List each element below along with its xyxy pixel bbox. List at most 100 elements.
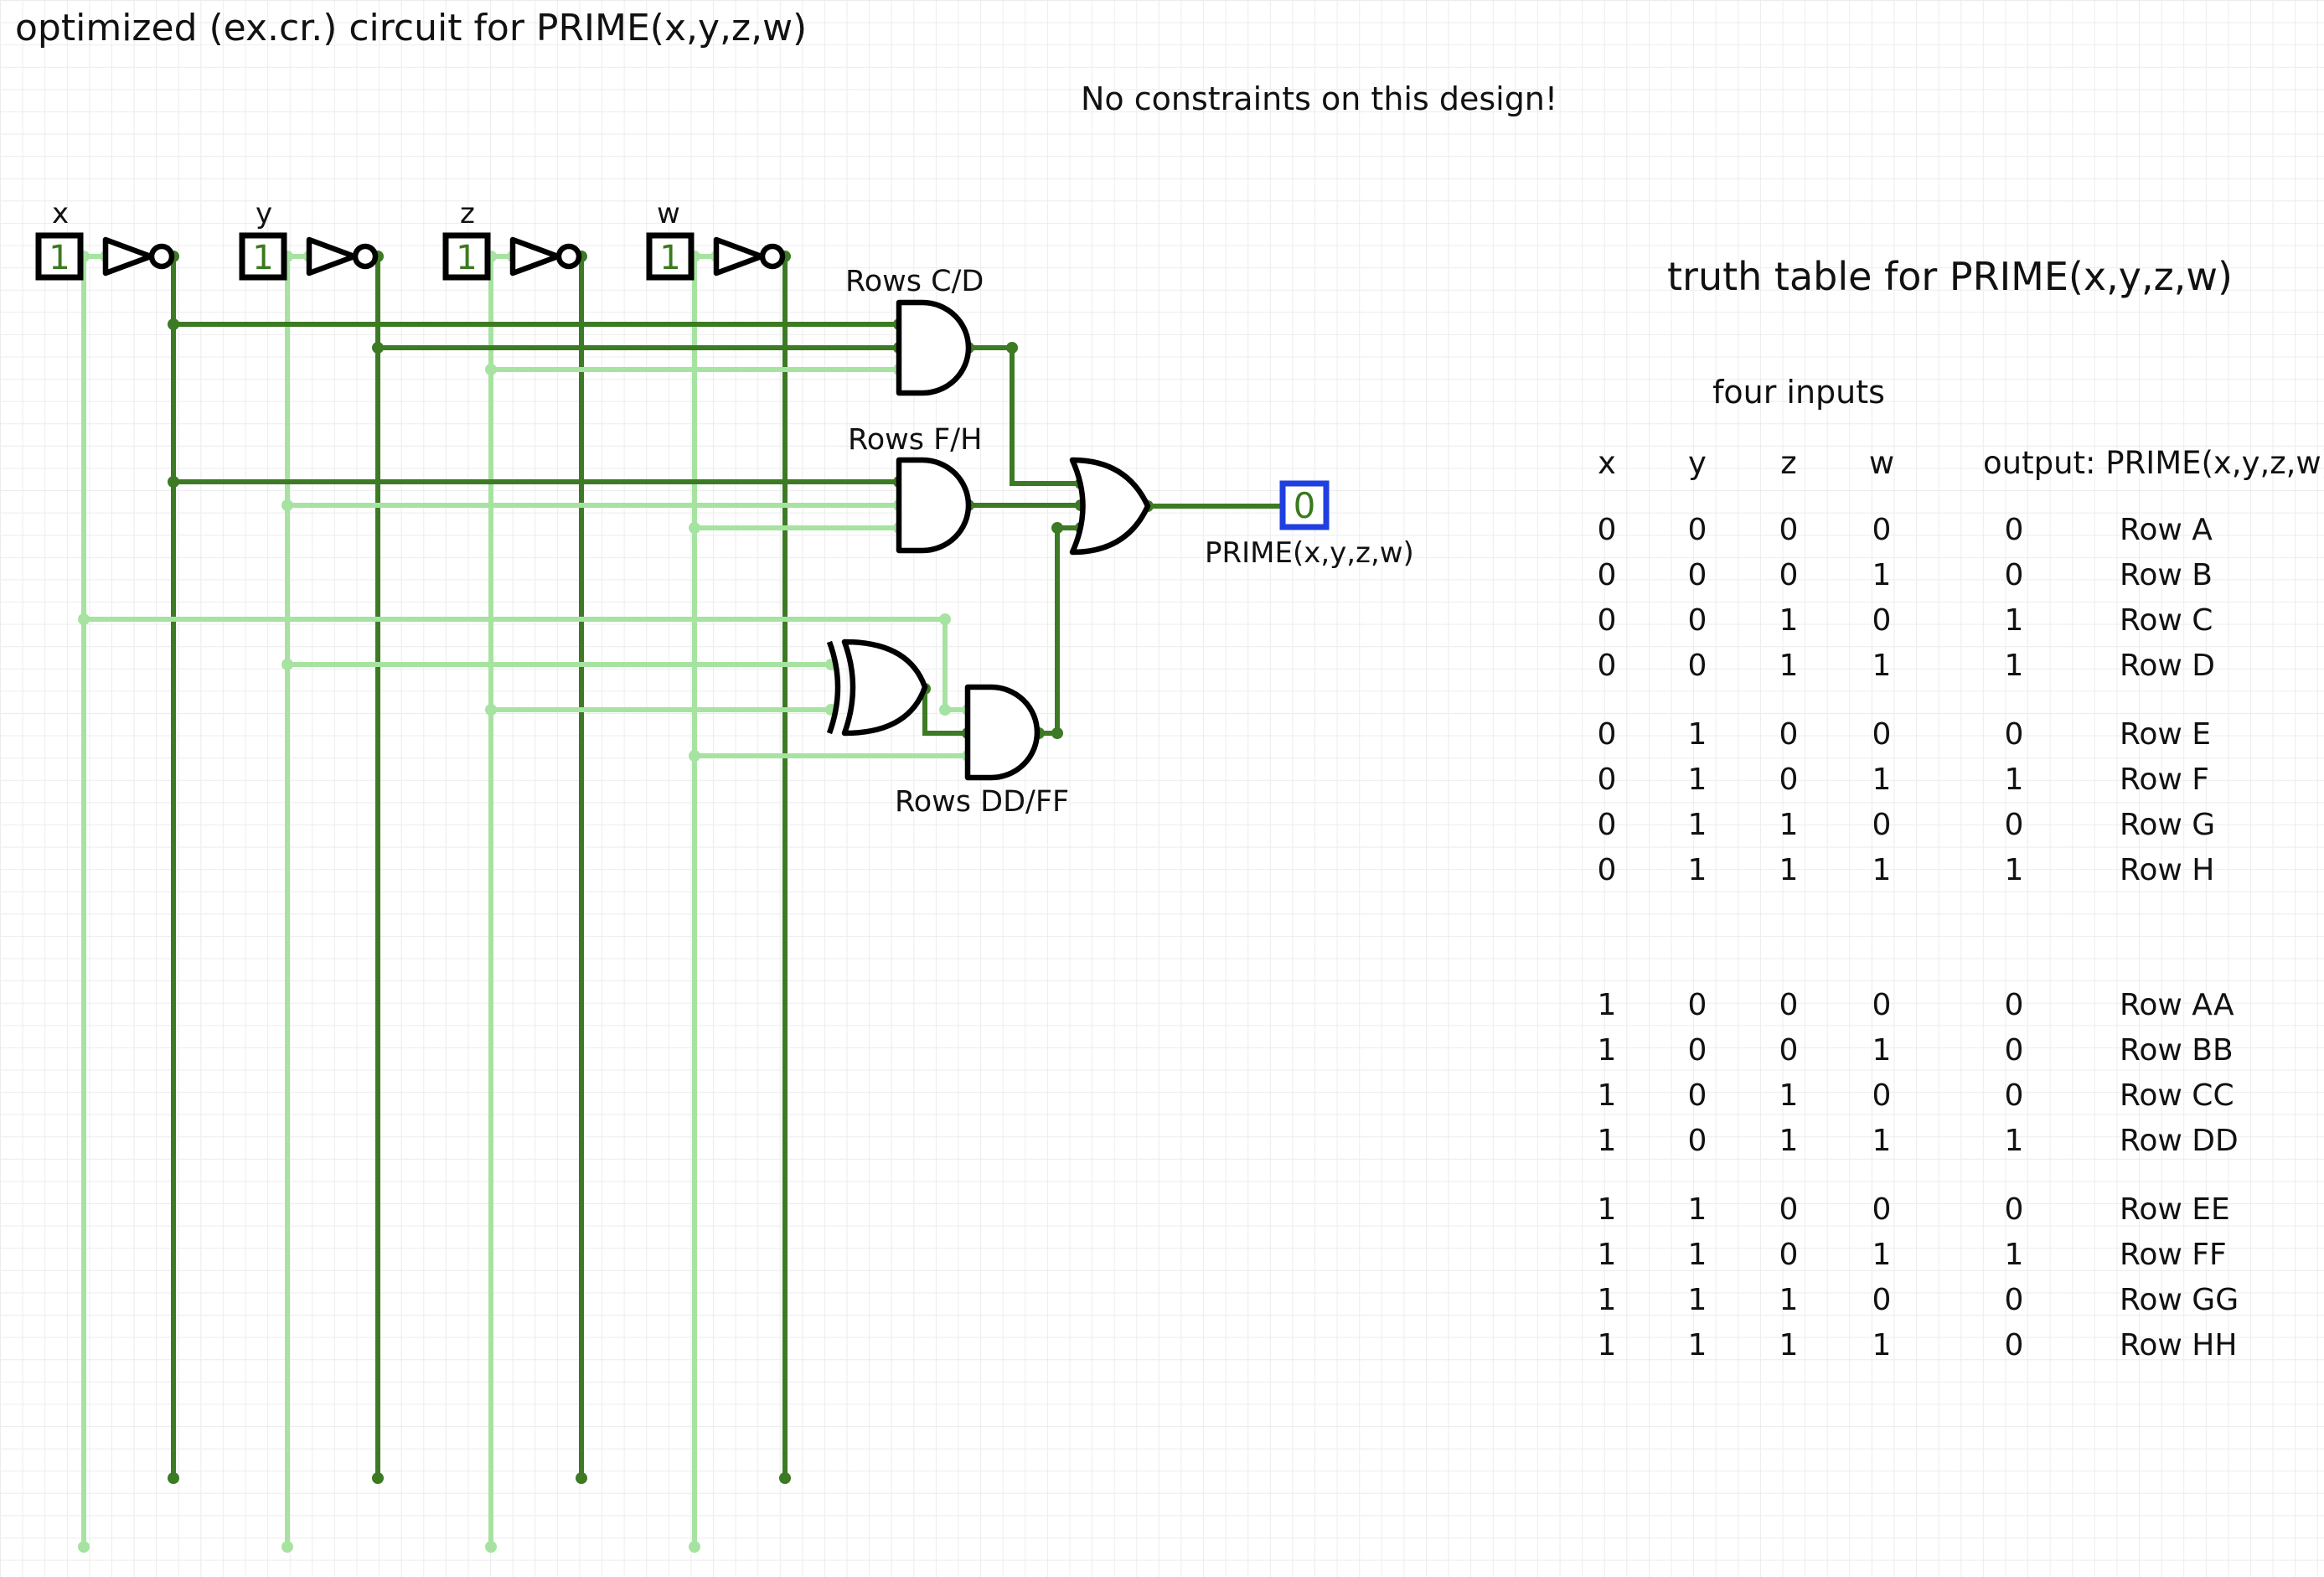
- table-cell-z: 0: [1779, 558, 1799, 592]
- wire-y: [260, 254, 312, 1549]
- header-z: z: [1780, 445, 1796, 481]
- table-cell-out: 0: [2005, 717, 2024, 752]
- table-cell-w: 0: [1872, 808, 1892, 842]
- wire-x: [56, 254, 108, 1549]
- table-cell-x: 0: [1598, 513, 1617, 547]
- table-cell-name: Row EE: [2120, 1192, 2230, 1227]
- table-cell-y: 1: [1688, 1192, 1707, 1227]
- table-cell-out: 0: [2005, 988, 2024, 1022]
- input-switch-z[interactable]: [442, 232, 491, 281]
- table-cell-name: Row BB: [2120, 1033, 2234, 1068]
- not-bubble-y: [352, 243, 379, 270]
- table-cell-y: 0: [1688, 988, 1707, 1022]
- table-cell-name: Row B: [2120, 558, 2213, 592]
- table-cell-w: 1: [1872, 1328, 1892, 1362]
- output-led[interactable]: [1279, 480, 1330, 530]
- output-value: 0: [1294, 485, 1316, 526]
- design-note: No constraints on this design!: [1081, 80, 1557, 117]
- table-cell-x: 1: [1598, 1078, 1617, 1113]
- table-cell-z: 1: [1779, 649, 1799, 683]
- input-switch-x[interactable]: [35, 232, 84, 281]
- table-cell-y: 1: [1688, 1328, 1707, 1362]
- wire-w: [667, 254, 719, 1549]
- input-label-y: y: [256, 197, 272, 230]
- table-cell-z: 0: [1779, 1033, 1799, 1068]
- table-cell-w: 0: [1872, 1192, 1892, 1227]
- junctions: [78, 251, 1292, 1553]
- input-x: x 1: [35, 197, 175, 281]
- table-cell-name: Row FF: [2120, 1238, 2227, 1272]
- table-cell-y: 1: [1688, 853, 1707, 887]
- input-value-y: 1: [252, 239, 273, 277]
- table-cell-name: Row C: [2120, 603, 2213, 638]
- table-cell-z: 1: [1779, 1124, 1799, 1158]
- table-cell-w: 0: [1872, 988, 1892, 1022]
- table-cell-name: Row E: [2120, 717, 2211, 752]
- table-cell-y: 0: [1688, 649, 1707, 683]
- input-switch-w[interactable]: [646, 232, 695, 281]
- table-cell-z: 1: [1779, 853, 1799, 887]
- wire-xor-out: [922, 686, 970, 736]
- table-cell-z: 1: [1779, 1283, 1799, 1317]
- not-bubble-x: [148, 243, 175, 270]
- input-switch-y[interactable]: [239, 232, 287, 281]
- table-cell-z: 1: [1779, 808, 1799, 842]
- not-gate-z: [509, 236, 561, 277]
- table-cell-x: 1: [1598, 988, 1617, 1022]
- table-cell-name: Row AA: [2120, 988, 2234, 1022]
- table-cell-x: 1: [1598, 1283, 1617, 1317]
- table-cell-w: 1: [1872, 853, 1892, 887]
- table-cell-w: 1: [1872, 1033, 1892, 1068]
- table-cell-x: 1: [1598, 1124, 1617, 1158]
- table-cell-out: 1: [2005, 1238, 2024, 1272]
- input-y: y 1: [239, 197, 379, 281]
- input-z: z 1: [442, 197, 582, 281]
- table-cell-x: 1: [1598, 1328, 1617, 1362]
- table-cell-z: 0: [1779, 513, 1799, 547]
- table-cell-w: 1: [1872, 649, 1892, 683]
- input-label-z: z: [460, 197, 475, 230]
- table-cell-y: 0: [1688, 513, 1707, 547]
- not-bubble-w: [759, 243, 786, 270]
- table-cell-x: 0: [1598, 603, 1617, 638]
- input-w: w 1: [646, 197, 786, 281]
- table-cell-z: 0: [1779, 1192, 1799, 1227]
- table-cell-w: 0: [1872, 717, 1892, 752]
- input-value-w: 1: [659, 239, 680, 277]
- table-cell-x: 0: [1598, 808, 1617, 842]
- input-label-w: w: [657, 197, 680, 230]
- table-cell-y: 0: [1688, 603, 1707, 638]
- table-cell-y: 0: [1688, 1124, 1707, 1158]
- table-cell-out: 0: [2005, 1033, 2024, 1068]
- table-cell-y: 1: [1688, 1283, 1707, 1317]
- table-cell-w: 0: [1872, 1283, 1892, 1317]
- table-cell-name: Row G: [2120, 808, 2215, 842]
- table-cell-out: 0: [2005, 1328, 2024, 1362]
- table-cell-x: 0: [1598, 853, 1617, 887]
- not-gate-w: [713, 236, 765, 277]
- truth-table-subtitle: four inputs: [1712, 374, 1885, 411]
- not-gate-y: [306, 236, 358, 277]
- table-cell-name: Row GG: [2120, 1283, 2239, 1317]
- header-x: x: [1598, 445, 1616, 481]
- table-cell-out: 0: [2005, 1078, 2024, 1113]
- table-cell-y: 1: [1688, 763, 1707, 797]
- table-cell-name: Row F: [2120, 763, 2209, 797]
- table-cell-name: Row D: [2120, 649, 2215, 683]
- table-cell-z: 1: [1779, 1328, 1799, 1362]
- wire-ddff-x: [81, 617, 970, 712]
- xor-gate: [826, 639, 928, 737]
- table-cell-x: 0: [1598, 649, 1617, 683]
- table-cell-x: 1: [1598, 1238, 1617, 1272]
